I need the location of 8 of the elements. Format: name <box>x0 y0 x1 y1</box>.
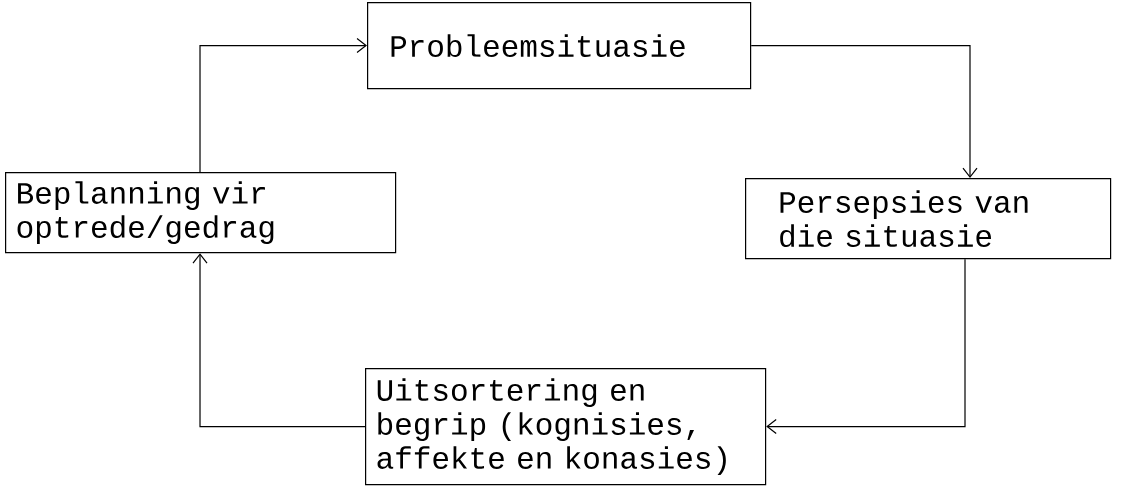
process-box: Beplanning vir optrede/gedrag <box>5 172 397 254</box>
arrow <box>750 45 978 178</box>
arrow <box>192 253 366 428</box>
arrow <box>766 258 966 435</box>
process-box: Persepsies van die situasie <box>745 178 1112 260</box>
process-box: Uitsortering en begrip (kognisies, affekte en konasies) <box>365 368 767 486</box>
arrow <box>199 38 367 173</box>
process-box: Probleemsituasie <box>367 2 752 90</box>
